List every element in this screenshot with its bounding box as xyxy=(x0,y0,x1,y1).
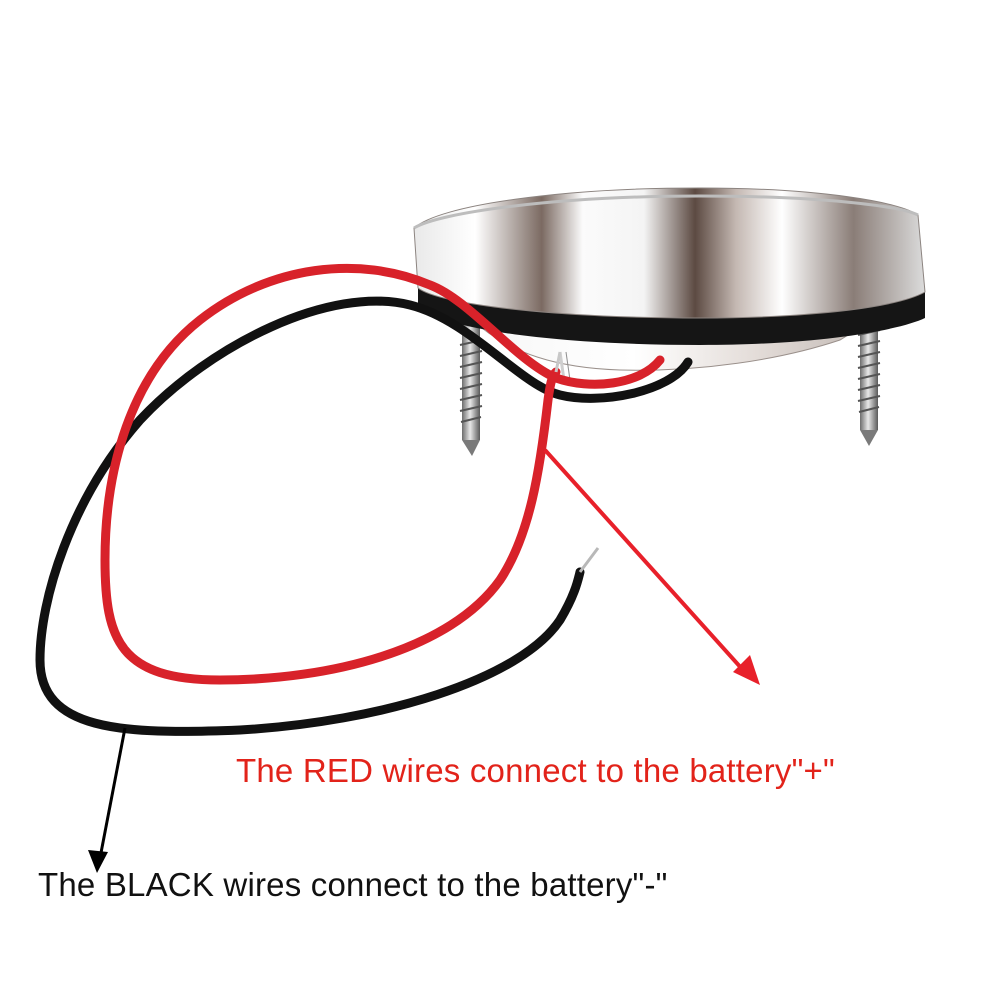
red-wire-caption: The RED wires connect to the battery"+" xyxy=(236,752,835,789)
red-arrow-icon xyxy=(543,448,760,685)
fixture-gasket xyxy=(418,285,925,345)
right-screw xyxy=(857,310,881,446)
black-arrow-icon xyxy=(88,727,127,873)
black-wire-caption: The BLACK wires connect to the battery"-… xyxy=(38,866,668,903)
fixture-rim xyxy=(413,187,926,319)
left-screw xyxy=(459,320,483,456)
black-wire xyxy=(35,296,693,736)
red-wire xyxy=(100,263,665,685)
